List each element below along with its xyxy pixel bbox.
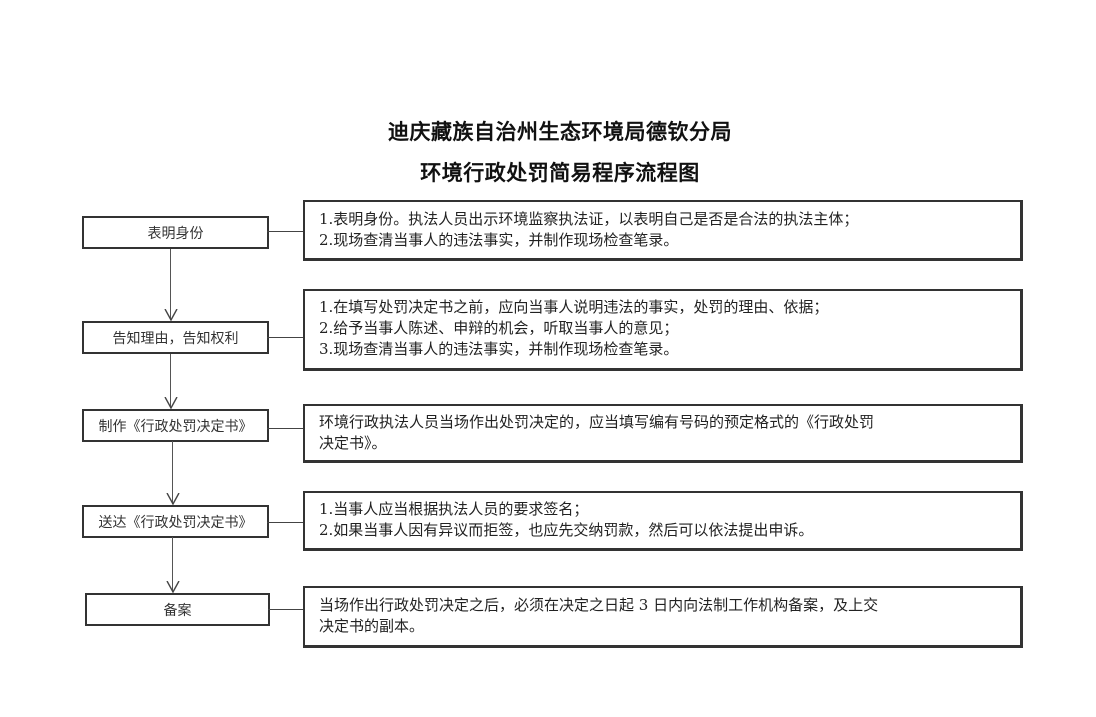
flow-arrow-line bbox=[170, 354, 171, 408]
step-box-deliver-decision: 送达《行政处罚决定书》 bbox=[82, 505, 269, 538]
title-line-2: 环境行政处罚简易程序流程图 bbox=[420, 161, 700, 185]
detail-box-make-decision: 环境行政执法人员当场作出处罚决定的，应当填写编有号码的预定格式的《行政处罚 决定… bbox=[303, 404, 1023, 463]
step-box-inform: 告知理由，告知权利 bbox=[82, 321, 269, 354]
detail-line: 2.现场查清当事人的违法事实，并制作现场检查笔录。 bbox=[319, 231, 679, 249]
detail-line: 3.现场查清当事人的违法事实，并制作现场检查笔录。 bbox=[319, 340, 679, 358]
detail-box-inform: 1.在填写处罚决定书之前，应向当事人说明违法的事实，处罚的理由、依据； 2.给予… bbox=[303, 289, 1023, 371]
arrow-down-icon bbox=[166, 493, 180, 505]
detail-line: 2.如果当事人因有异议而拒签，也应先交纳罚款，然后可以依法提出申诉。 bbox=[319, 521, 814, 539]
flow-arrow-line bbox=[172, 537, 173, 592]
arrow-down-icon bbox=[166, 581, 180, 593]
step-label: 备案 bbox=[163, 602, 192, 619]
detail-box-file-record: 当场作出行政处罚决定之后，必须在决定之日起 3 日内向法制工作机构备案，及上交 … bbox=[303, 586, 1023, 648]
step-label: 送达《行政处罚决定书》 bbox=[98, 514, 253, 531]
step-label: 表明身份 bbox=[147, 225, 204, 242]
connector-line bbox=[268, 609, 304, 610]
arrow-down-icon bbox=[164, 397, 178, 409]
detail-line: 环境行政执法人员当场作出处罚决定的，应当填写编有号码的预定格式的《行政处罚 bbox=[319, 413, 875, 431]
detail-line: 决定书》。 bbox=[319, 434, 387, 452]
detail-line: 2.给予当事人陈述、申辩的机会，听取当事人的意见； bbox=[319, 319, 679, 337]
step-box-file-record: 备案 bbox=[85, 593, 270, 626]
title-line-1: 迪庆藏族自治州生态环境局德钦分局 bbox=[388, 120, 732, 144]
connector-line bbox=[267, 522, 304, 523]
step-label: 制作《行政处罚决定书》 bbox=[98, 418, 253, 435]
detail-line: 1.在填写处罚决定书之前，应向当事人说明违法的事实，处罚的理由、依据； bbox=[319, 298, 829, 316]
step-label: 告知理由，告知权利 bbox=[112, 330, 239, 347]
detail-line: 1.当事人应当根据执法人员的要求签名； bbox=[319, 500, 589, 518]
step-box-make-decision: 制作《行政处罚决定书》 bbox=[82, 409, 269, 442]
connector-line bbox=[267, 231, 304, 232]
flow-arrow-line bbox=[170, 249, 171, 320]
detail-line: 当场作出行政处罚决定之后，必须在决定之日起 3 日内向法制工作机构备案，及上交 bbox=[319, 596, 879, 614]
detail-line: 决定书的副本。 bbox=[319, 617, 425, 635]
arrow-down-icon bbox=[164, 309, 178, 321]
detail-box-identify: 1.表明身份。执法人员出示环境监察执法证，以表明自己是否是合法的执法主体； 2.… bbox=[303, 200, 1023, 261]
detail-line: 1.表明身份。执法人员出示环境监察执法证，以表明自己是否是合法的执法主体； bbox=[319, 210, 859, 228]
detail-box-deliver-decision: 1.当事人应当根据执法人员的要求签名； 2.如果当事人因有异议而拒签，也应先交纳… bbox=[303, 491, 1023, 551]
flow-arrow-line bbox=[172, 441, 173, 504]
connector-line bbox=[267, 428, 304, 429]
step-box-identify: 表明身份 bbox=[82, 216, 269, 249]
connector-line bbox=[267, 337, 304, 338]
